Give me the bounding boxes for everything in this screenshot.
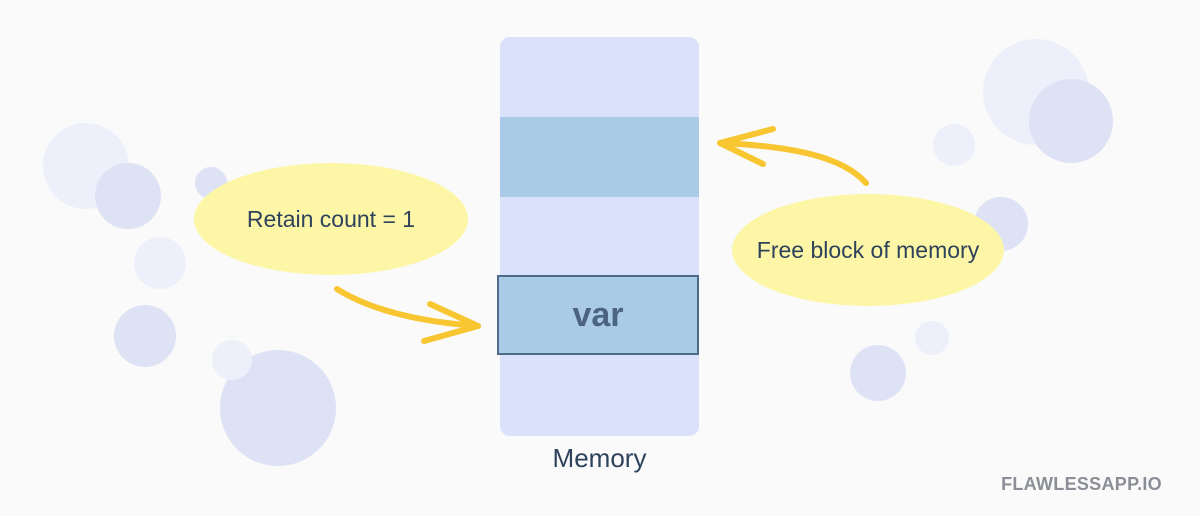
memory-column (500, 37, 699, 436)
retain-count-callout: Retain count = 1 (194, 163, 468, 275)
watermark: FLAWLESSAPP.IO (1001, 474, 1162, 494)
bubble (915, 321, 949, 355)
bubble (212, 340, 252, 380)
free-block-label: Free block of memory (756, 236, 980, 263)
arrow-to-free-block (717, 126, 869, 186)
free-memory-block (500, 117, 699, 197)
bubble (933, 124, 975, 166)
bubble (1029, 79, 1113, 163)
bubble (220, 350, 336, 466)
bubble (134, 237, 186, 289)
retain-count-label: Retain count = 1 (246, 205, 416, 232)
bubble (114, 305, 176, 367)
bubble (95, 163, 161, 229)
var-label: var (572, 295, 624, 334)
bubble (850, 345, 906, 401)
memory-label: Memory (552, 443, 647, 473)
free-block-callout: Free block of memory (732, 194, 1004, 306)
var-memory-block: var (497, 275, 699, 355)
arrow-to-var (334, 286, 481, 344)
